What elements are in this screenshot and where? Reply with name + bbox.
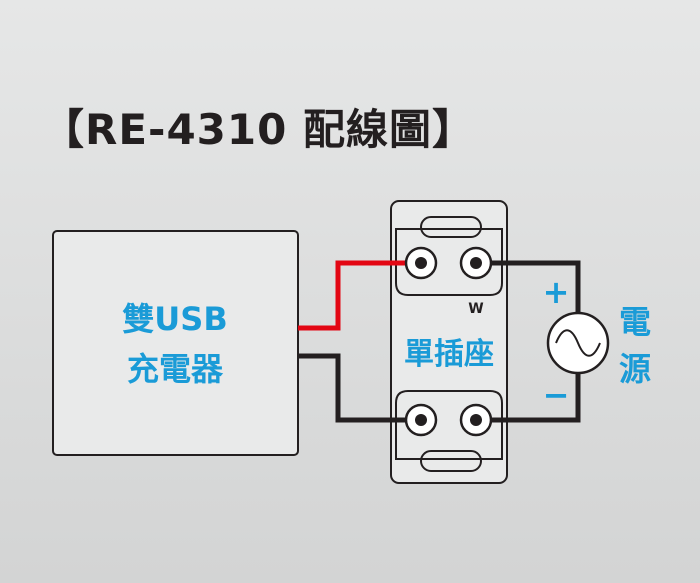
outlet-label: 單插座 — [404, 337, 494, 372]
minus-sign: − — [543, 376, 570, 414]
bottom-slot — [420, 450, 482, 472]
negative-wire-charger — [298, 353, 421, 423]
page-title: 【RE-4310 配線圖】 — [42, 105, 475, 154]
ac-source-icon — [546, 311, 610, 375]
power-source-label-line1: 電 — [619, 303, 651, 341]
charger-label-line2: 充電器 — [127, 350, 224, 388]
bottom-terminal-block — [395, 390, 503, 460]
positive-wire — [298, 260, 421, 331]
outlet-mark: W — [468, 301, 483, 317]
plus-sign: + — [543, 273, 570, 311]
screw-terminal-bottom-right — [459, 403, 493, 437]
top-slot — [420, 216, 482, 238]
top-terminal-block — [395, 228, 503, 296]
screw-terminal-top-left — [404, 246, 438, 280]
source-live-wire — [476, 260, 581, 313]
power-source-label-line2: 源 — [619, 350, 651, 388]
screw-terminal-top-right — [459, 246, 493, 280]
source-neutral-wire — [476, 373, 581, 423]
charger-box — [52, 230, 299, 456]
screw-terminal-bottom-left — [404, 403, 438, 437]
charger-label-line1: 雙USB — [122, 300, 227, 338]
